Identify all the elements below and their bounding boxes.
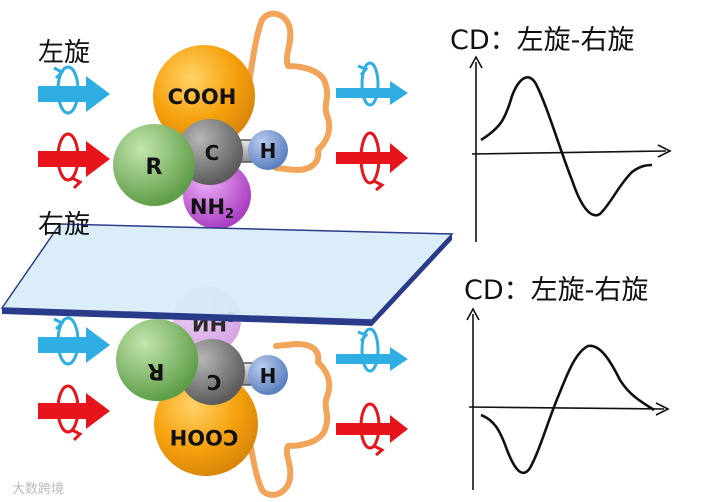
- outgoing-blue-arrow-bottom: [336, 327, 408, 373]
- incoming-blue-arrow-top: [38, 65, 110, 115]
- r-group-atom: [113, 124, 195, 206]
- incoming-red-arrow-bottom: [38, 384, 110, 442]
- mirror-r-group-atom: [116, 319, 198, 401]
- mirror-hydrogen-atom: [248, 355, 288, 395]
- watermark: 大数跨境: [12, 482, 65, 497]
- r-group-label: R: [146, 155, 163, 180]
- thumb-down-icon: [241, 341, 333, 498]
- left-handed-label-top: 左旋: [38, 38, 91, 68]
- molecule-top: COOH NH2 H C R: [113, 45, 288, 229]
- cd-title-top: CD：左旋-右旋: [450, 25, 635, 56]
- cooh-label: COOH: [168, 85, 237, 109]
- cd-plot-top: [469, 55, 672, 242]
- outgoing-red-arrow-top: [336, 131, 408, 192]
- cd-title-bottom: CD：左旋-右旋: [464, 275, 649, 306]
- cd-curve-top: [480, 76, 653, 217]
- incoming-red-arrow-top: [38, 132, 110, 190]
- mirror-plane: [0, 223, 454, 326]
- mirror-hydrogen-label: H: [260, 364, 277, 388]
- mirror-r-group-label: R: [147, 358, 164, 383]
- hydrogen-label: H: [260, 139, 277, 163]
- outgoing-blue-arrow-top: [336, 61, 408, 107]
- thumb-up-icon: [241, 10, 333, 173]
- incoming-blue-arrow-bottom: [38, 316, 110, 366]
- right-handed-label: 右旋: [38, 210, 91, 240]
- cd-plot-bottom: [466, 307, 670, 490]
- hydrogen-atom: [248, 130, 288, 170]
- molecule-bottom-mirror: NH2 COOH H C R: [116, 286, 288, 476]
- outgoing-red-arrow-bottom: [336, 402, 408, 457]
- cooh-atom: [153, 45, 255, 147]
- mirror-carbon-label: C: [207, 370, 222, 394]
- cd-curve-bottom: [480, 344, 655, 475]
- carbon-label: C: [205, 141, 220, 165]
- mirror-cooh-label: COOH: [170, 425, 239, 449]
- nh2-label: NH2: [190, 195, 234, 222]
